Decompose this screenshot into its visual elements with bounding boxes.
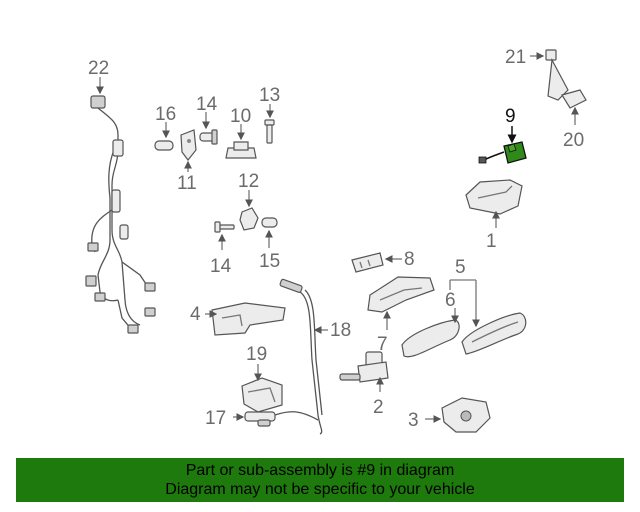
- part-2-lock-actuator[interactable]: [339, 351, 389, 383]
- parts-diagram: 22 16 14 11 10 13 12 14: [85, 47, 587, 435]
- callout-14-upper: 14: [196, 94, 218, 115]
- callout-4: 4: [190, 304, 201, 325]
- part-3-lock-housing[interactable]: [441, 397, 491, 433]
- callout-3: 3: [408, 410, 419, 431]
- part-11-screw[interactable]: [264, 119, 275, 144]
- callout-16: 16: [155, 104, 176, 125]
- callout-22: 22: [88, 58, 109, 79]
- callout-14-lower: 14: [210, 256, 232, 277]
- part-6-seal[interactable]: [401, 319, 460, 358]
- callout-2: 2: [373, 397, 384, 418]
- part-5-outer-handle[interactable]: [461, 312, 527, 355]
- part-15-bushing[interactable]: [261, 217, 278, 228]
- banner-line-2: Diagram may not be specific to your vehi…: [165, 481, 475, 498]
- part-22-wiring-harness[interactable]: [85, 95, 156, 334]
- part-9-lamp-unit[interactable]: [478, 141, 527, 164]
- callout-10: 10: [230, 106, 251, 127]
- callout-15: 15: [259, 251, 280, 272]
- callout-9: 9: [505, 106, 516, 127]
- callout-11: 13: [259, 85, 280, 106]
- part-8-cap[interactable]: [351, 252, 384, 273]
- part-1-lamp-housing[interactable]: [465, 179, 523, 215]
- callout-18: 18: [330, 320, 351, 341]
- banner-line-1: Part or sub-assembly is #9 in diagram: [185, 462, 455, 479]
- callout-17: 17: [205, 408, 226, 429]
- part-16-pin[interactable]: [154, 140, 174, 151]
- part-13-bracket[interactable]: [180, 129, 197, 161]
- callout-6: 6: [445, 290, 456, 311]
- callout-20: 20: [563, 130, 584, 151]
- part-17-actuator[interactable]: [244, 411, 319, 427]
- callout-13: 11: [177, 173, 197, 194]
- part-21-mounting-bracket[interactable]: [545, 49, 569, 101]
- callout-21: 21: [505, 47, 526, 68]
- part-19-housing[interactable]: [241, 377, 283, 413]
- part-7-handle-frame[interactable]: [367, 276, 435, 313]
- part-12-cover[interactable]: [239, 207, 259, 231]
- callout-7: 7: [377, 334, 388, 355]
- callout-12: 12: [238, 171, 259, 192]
- callout-5: 5: [455, 257, 466, 278]
- callout-1: 1: [486, 231, 497, 252]
- callout-8: 8: [404, 249, 415, 270]
- part-10-striker[interactable]: [225, 141, 257, 159]
- part-18-cable[interactable]: [279, 278, 323, 435]
- part-14-bolt-upper[interactable]: [199, 129, 218, 145]
- part-14-screw-lower[interactable]: [214, 221, 235, 233]
- part-4-bracket[interactable]: [211, 302, 286, 336]
- info-banner: Part or sub-assembly is #9 in diagram Di…: [16, 458, 624, 502]
- callout-19: 19: [246, 344, 267, 365]
- part-20-clip[interactable]: [561, 89, 587, 109]
